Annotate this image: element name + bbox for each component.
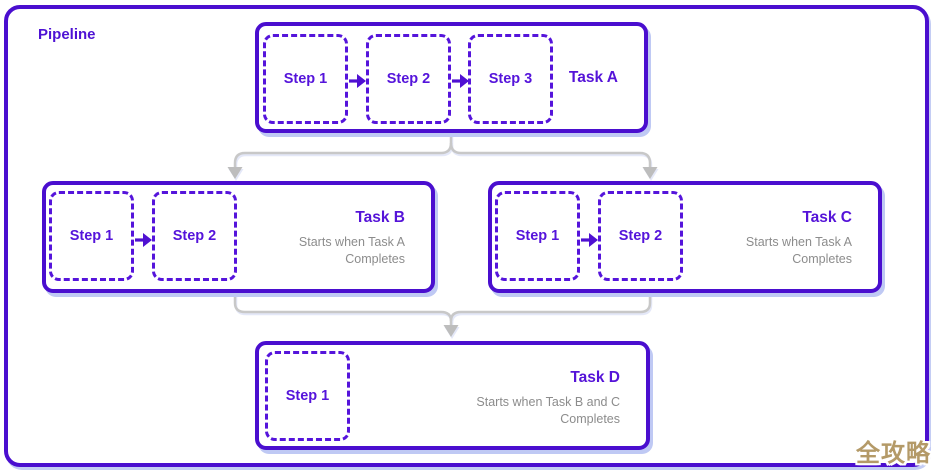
task-subtitle-line: Completes: [792, 252, 852, 266]
task-subtitle: Starts when Task B and C Completes: [476, 394, 620, 428]
task-subtitle-line: Completes: [560, 412, 620, 426]
step-box: Step 1: [265, 351, 350, 441]
step-label: Step 1: [285, 388, 330, 404]
arrowhead-into-task-d-icon: [443, 325, 459, 337]
arrow-right-icon: [135, 233, 152, 247]
step-box: Step 2: [152, 191, 237, 281]
step-box: Step 2: [598, 191, 683, 281]
step-box: Step 1: [263, 34, 348, 124]
watermark: 全攻略: [856, 440, 931, 467]
task-b-node: Step 1 Step 2 Task B Starts when Task A …: [42, 181, 435, 293]
task-text-block: Task B Starts when Task A Completes: [299, 209, 405, 268]
step-label: Step 1: [283, 71, 328, 87]
step-box: Step 1: [49, 191, 134, 281]
task-title: Task B: [355, 209, 405, 226]
task-text-block: Task C Starts when Task A Completes: [746, 209, 852, 268]
edge-c-to-d: [449, 294, 652, 322]
task-title: Task C: [802, 209, 852, 226]
step-box: Step 3: [468, 34, 553, 124]
arrow-right-icon: [452, 74, 469, 88]
step-label: Step 1: [515, 228, 560, 244]
task-text-block: Task A: [569, 69, 618, 87]
step-label: Step 2: [172, 228, 217, 244]
arrow-right-icon: [581, 233, 598, 247]
task-text-block: Task D Starts when Task B and C Complete…: [476, 369, 620, 428]
task-subtitle: Starts when Task A Completes: [299, 234, 405, 268]
pipeline-title: Pipeline: [38, 26, 96, 43]
task-subtitle-line: Starts when Task A: [745, 235, 852, 249]
step-label: Step 3: [488, 71, 533, 87]
task-title: Task D: [570, 369, 620, 386]
task-c-node: Step 1 Step 2 Task C Starts when Task A …: [488, 181, 882, 293]
step-label: Step 1: [69, 228, 114, 244]
task-subtitle-line: Completes: [345, 252, 405, 266]
step-box: Step 2: [366, 34, 451, 124]
task-title: Task A: [568, 68, 618, 86]
arrow-right-icon: [349, 74, 366, 88]
step-label: Step 2: [386, 71, 431, 87]
edge-a-to-c: [449, 142, 652, 169]
edge-b-to-d: [233, 294, 453, 325]
arrowhead-into-task-c-icon: [642, 167, 658, 179]
task-subtitle-line: Starts when Task A: [298, 235, 405, 249]
task-d-node: Step 1 Task D Starts when Task B and C C…: [255, 341, 650, 450]
arrowhead-into-task-b-icon: [227, 167, 243, 179]
task-subtitle: Starts when Task A Completes: [746, 234, 852, 268]
edge-a-to-b: [233, 132, 453, 169]
step-box: Step 1: [495, 191, 580, 281]
task-a-node: Step 1 Step 2 Step 3 Task A: [255, 22, 648, 133]
task-subtitle-line: Starts when Task B and C: [476, 395, 620, 409]
step-label: Step 2: [618, 228, 663, 244]
